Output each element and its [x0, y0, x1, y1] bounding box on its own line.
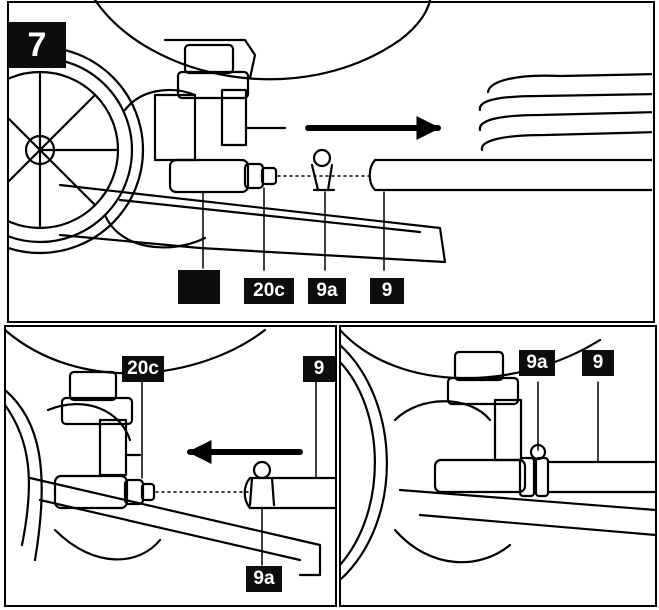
rear-wheel [393, 400, 512, 564]
panel-top [8, 0, 652, 271]
hose-end [243, 476, 336, 510]
coupling-body [53, 474, 156, 510]
coiled-hose [478, 73, 652, 152]
pump-unit [60, 370, 142, 477]
hose-clip [518, 443, 550, 498]
hose-end [368, 158, 652, 192]
frame-bar [28, 476, 322, 577]
callout-unnamed [178, 270, 220, 304]
hose-end [546, 460, 656, 494]
hose-clip [248, 460, 276, 507]
callout-20c-top: 20c [244, 278, 294, 304]
callout-9-bottom-left: 9 [303, 356, 335, 382]
panel-bottom-left [5, 328, 336, 577]
callout-9a-bottom-right: 9a [519, 350, 555, 376]
panel-borders [4, 1, 657, 607]
tank-body [340, 328, 602, 380]
coupling-body [433, 458, 527, 494]
front-wheel [8, 45, 145, 255]
callout-9-bottom-right: 9 [582, 350, 614, 376]
rear-wheel [103, 213, 207, 249]
frame-bar [398, 488, 656, 512]
callout-9a-top: 9a [308, 278, 346, 304]
callout-9a-bottom-left: 9a [246, 566, 282, 592]
pump-unit [153, 38, 287, 162]
front-wheel [340, 343, 388, 582]
panel-bottom-right [340, 328, 656, 582]
coupling-body [168, 158, 278, 194]
callout-9-top: 9 [370, 278, 404, 304]
pump-unit [446, 350, 523, 462]
front-wheel [5, 388, 43, 562]
step-number-badge: 7 [8, 22, 66, 68]
tank-body [93, 0, 432, 81]
hose-clip [310, 148, 336, 192]
callout-20c-bottom-left: 20c [122, 356, 164, 382]
frame-bar [58, 183, 447, 264]
